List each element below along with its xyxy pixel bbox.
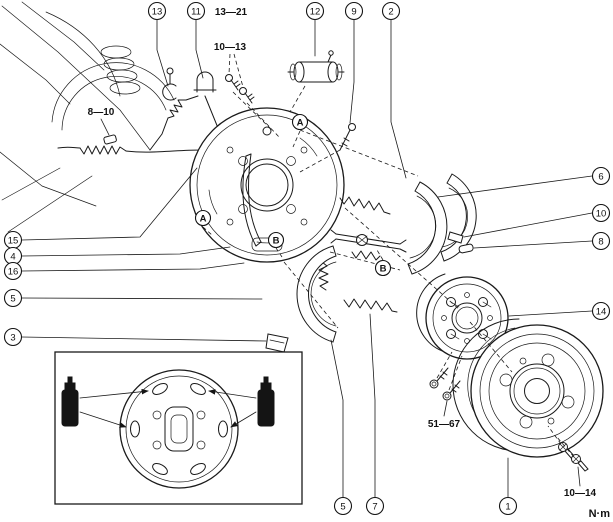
callout-6: 6	[591, 166, 611, 186]
adjuster-strut	[330, 229, 407, 253]
inset-backing-plate	[119, 369, 239, 489]
callout-11: 11	[186, 1, 206, 21]
callout-12: 12	[305, 1, 325, 21]
callout-10: 10	[591, 203, 611, 223]
callout-14: 14	[591, 301, 611, 321]
return-spring-lower	[343, 298, 398, 313]
torque-hub-label: 51—67	[428, 419, 461, 430]
callout-12-label: 12	[310, 7, 321, 18]
callout-2: 2	[381, 1, 401, 21]
torque-cable-clip-label: 8—10	[88, 107, 115, 118]
callout-6-label: 6	[598, 172, 603, 183]
callout-5-bottom: 5	[333, 496, 353, 516]
callout-8: 8	[591, 231, 611, 251]
letter-a-left-label: A	[200, 214, 207, 225]
grease-tube-left-icon	[61, 376, 79, 427]
torque-link-label: 13—21	[215, 7, 248, 18]
backing-plate	[189, 107, 345, 263]
callout-11-label: 11	[191, 7, 201, 18]
grease-contact-pads	[130, 383, 228, 475]
callout-3-label: 3	[10, 333, 15, 344]
brake-shoe-front	[296, 245, 337, 343]
letter-callout-a-left: A	[194, 209, 212, 227]
letter-b-center-label: B	[273, 236, 280, 247]
letter-a-top-label: A	[297, 118, 304, 129]
cable-hook-item13	[162, 67, 177, 101]
letter-b-right-label: B	[380, 264, 387, 275]
torque-wheel-cylinder-label: 10—13	[214, 42, 247, 53]
letter-callout-a-top: A	[291, 113, 309, 131]
wheel-cylinder	[287, 50, 345, 83]
wedge-item3	[265, 333, 289, 353]
leader-lines	[21, 19, 593, 498]
clip-item8	[458, 243, 474, 254]
callout-15: 15	[3, 230, 23, 250]
callout-9: 9	[344, 1, 364, 21]
callout-5-left-label: 5	[10, 294, 15, 305]
grease-inset	[54, 351, 303, 505]
callout-14-label: 14	[596, 307, 607, 318]
torque-drum-screw-label: 10—14	[564, 488, 597, 499]
grease-tube-right-icon	[257, 376, 275, 427]
letter-callout-b-center: B	[267, 231, 285, 249]
callout-1-label: 1	[505, 502, 510, 513]
hub-bolts	[429, 367, 461, 401]
callout-1: 1	[498, 496, 518, 516]
callout-3: 3	[3, 327, 23, 347]
alignment-dashed-lines	[202, 53, 575, 458]
callout-5-left: 5	[3, 288, 23, 308]
callout-15-label: 15	[8, 236, 19, 247]
car-body-sketch	[0, 1, 175, 233]
callout-16: 16	[3, 261, 23, 281]
callout-5-bottom-label: 5	[340, 502, 345, 513]
clip-item10	[447, 231, 464, 244]
callout-9-label: 9	[351, 7, 356, 18]
brake-shoe-rear-pair	[407, 173, 477, 275]
callout-13-label: 13	[152, 7, 163, 18]
letter-callout-b-right: B	[374, 259, 392, 277]
callout-10-label: 10	[596, 209, 607, 220]
hold-pin-item9	[339, 123, 356, 151]
torque-labels: 13—21 10—13 8—10 51—67 10—14 N·m	[88, 7, 611, 520]
grease-arrows	[79, 388, 257, 428]
callout-4-label: 4	[10, 252, 15, 263]
callout-7: 7	[365, 496, 385, 516]
wheel-cylinder-bolts	[225, 74, 255, 104]
torque-unit-label: N·m	[589, 508, 611, 520]
callout-13: 13	[147, 1, 167, 21]
brake-drum	[452, 318, 604, 458]
return-spring-upper	[339, 196, 391, 215]
callout-16-label: 16	[8, 267, 19, 278]
callout-2-label: 2	[388, 7, 393, 18]
callout-7-label: 7	[372, 502, 377, 513]
adjuster-spring	[351, 250, 381, 261]
cable-clip	[103, 134, 117, 145]
callout-8-label: 8	[598, 237, 603, 248]
